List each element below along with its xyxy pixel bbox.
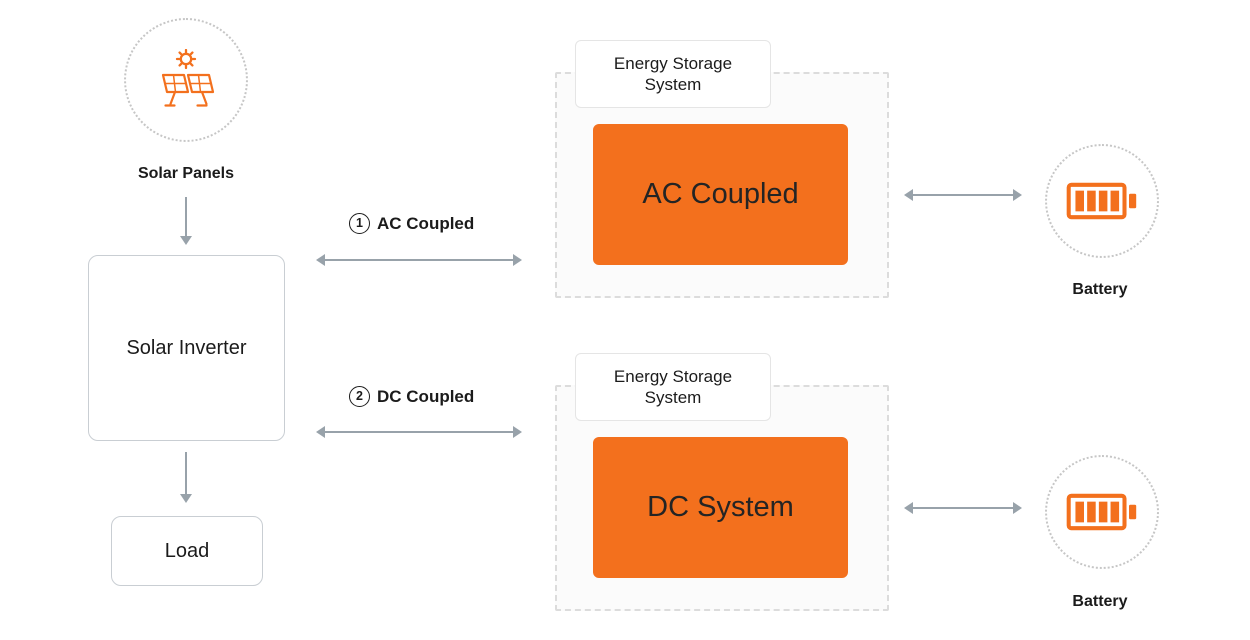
solar-inverter-label: Solar Inverter — [126, 336, 247, 359]
battery-node-1 — [1045, 144, 1159, 258]
ess-title-line2: System — [644, 75, 702, 94]
solar-panels-label: Solar Panels — [137, 165, 235, 182]
connection-text-ac: AC Coupled — [377, 213, 475, 233]
battery-label-2: Battery — [1072, 593, 1128, 610]
load-node: Load — [111, 516, 263, 586]
solar-inverter-node: Solar Inverter — [88, 255, 285, 441]
battery-icon — [1066, 182, 1137, 220]
connection-label-ac: 1 AC Coupled — [349, 213, 474, 234]
ess-title-line1: Energy Storage — [613, 53, 733, 73]
arrow-ess-battery-1 — [904, 189, 1022, 201]
arrow-inverter-to-load — [180, 452, 192, 503]
ess-title-line2: System — [644, 388, 702, 407]
arrow-inverter-ess-dc — [316, 426, 522, 438]
arrow-inverter-ess-ac — [316, 254, 522, 266]
arrow-ess-battery-2 — [904, 502, 1022, 514]
ess-box-dc-label: DC System — [647, 491, 794, 523]
ess-box-dc-system: DC System — [593, 437, 848, 578]
load-label: Load — [164, 539, 210, 562]
connection-label-dc: 2 DC Coupled — [349, 386, 474, 407]
solar-panels-node — [124, 18, 248, 142]
connection-text-dc: DC Coupled — [377, 386, 475, 406]
ess-box-ac-coupled: AC Coupled — [593, 124, 848, 265]
battery-node-2 — [1045, 455, 1159, 569]
ess-title-dc: Energy Storage System — [575, 353, 771, 421]
arrow-panels-to-inverter — [180, 197, 192, 245]
solar-panels-icon — [161, 49, 215, 107]
ess-title-line1: Energy Storage — [613, 366, 733, 386]
ess-box-ac-label: AC Coupled — [642, 178, 799, 210]
connection-number-dc: 2 — [349, 386, 370, 407]
ess-title-ac: Energy Storage System — [575, 40, 771, 108]
battery-label-1: Battery — [1072, 281, 1128, 298]
connection-number-ac: 1 — [349, 213, 370, 234]
battery-icon — [1066, 493, 1137, 531]
